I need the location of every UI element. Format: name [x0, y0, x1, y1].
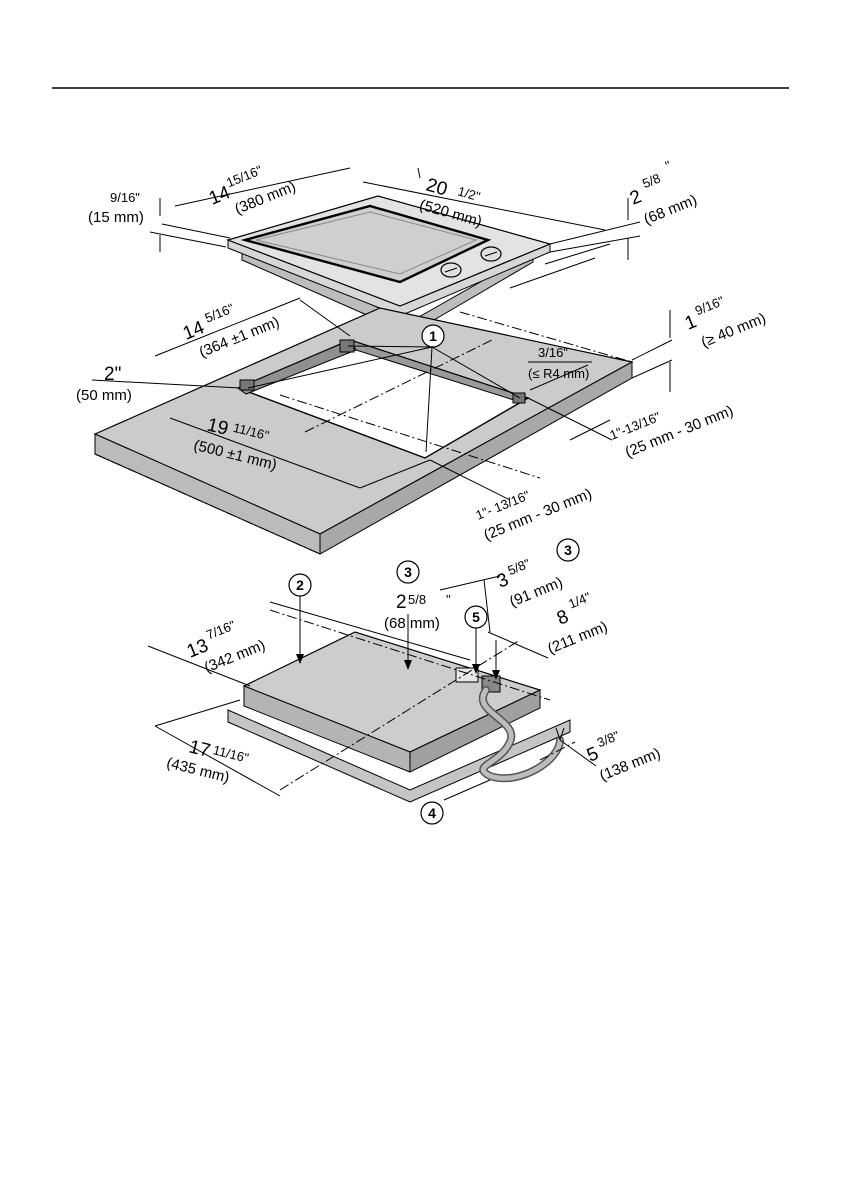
svg-text:3: 3 — [404, 564, 412, 580]
svg-text:11/16": 11/16" — [212, 742, 251, 765]
hob-height-label: 2 5/8 " (68 mm) — [627, 158, 700, 229]
svg-text:(15 mm): (15 mm) — [88, 209, 144, 226]
svg-text:9/16": 9/16" — [693, 293, 727, 318]
svg-text:20: 20 — [424, 175, 450, 201]
svg-text:5/16": 5/16" — [203, 300, 237, 325]
hob-rim-label: 9/16" (15 mm) — [88, 190, 144, 226]
svg-text:(≤ R4 mm): (≤ R4 mm) — [528, 366, 589, 381]
svg-text:5: 5 — [472, 609, 480, 625]
svg-text:5/8: 5/8 — [640, 171, 662, 192]
svg-text:17: 17 — [187, 736, 213, 761]
svg-text:(68 mm): (68 mm) — [641, 191, 699, 228]
svg-text:(91 mm): (91 mm) — [507, 574, 565, 611]
svg-text:9/16": 9/16" — [110, 190, 140, 205]
svg-text:": " — [663, 158, 673, 174]
callout-3b: 3 — [556, 538, 580, 562]
svg-text:(68 mm): (68 mm) — [384, 615, 440, 632]
callout-1: 1 — [421, 324, 445, 348]
svg-text:8: 8 — [554, 606, 572, 629]
unit-drawing — [147, 575, 597, 803]
cutout-clamp — [239, 379, 255, 391]
svg-text:(50 mm): (50 mm) — [76, 387, 132, 404]
callout-2: 2 — [288, 573, 312, 597]
cutout-side-gap-label: 1"-13/16" (25 mm - 30 mm) — [608, 402, 736, 461]
unit-conn-depth-label: 3 5/8" (91 mm) — [494, 556, 565, 611]
svg-text:1: 1 — [429, 328, 437, 344]
svg-text:14: 14 — [180, 317, 208, 345]
cutout-clamp — [512, 392, 526, 404]
hob-glass — [240, 204, 492, 284]
svg-text:(≥ 40 mm): (≥ 40 mm) — [699, 310, 769, 351]
svg-text:(138 mm): (138 mm) — [597, 745, 663, 785]
callout-3a: 3 — [396, 560, 420, 584]
svg-text:3/8": 3/8" — [595, 728, 622, 751]
cutout-front-gap-label: 2" (50 mm) — [76, 364, 132, 404]
svg-text:5/8": 5/8" — [505, 556, 532, 579]
cutout-depth-label: 14 5/16" (364 ±1 mm) — [180, 300, 282, 361]
svg-text:2": 2" — [104, 364, 121, 385]
svg-text:1/4": 1/4" — [566, 589, 593, 612]
svg-text:19: 19 — [205, 414, 231, 439]
unit-depth-label: 13 7/16" (342 mm) — [184, 617, 268, 677]
cutout-rear-gap-label: 1"- 13/16" (25 mm - 30 mm) — [474, 485, 595, 544]
unit-cable-label: 5 3/8" (138 mm) — [584, 728, 663, 785]
svg-text:2: 2 — [396, 592, 407, 613]
callout-5: 5 — [464, 605, 488, 629]
unit-center-depth-label: 2 5/8 " (68 mm) — [384, 592, 451, 632]
cable-wires — [555, 727, 565, 741]
svg-text:3/16": 3/16" — [538, 345, 568, 360]
svg-text:2: 2 — [296, 577, 304, 593]
unit-width-label: 17 11/16" (435 mm) — [165, 736, 251, 786]
svg-text:5/8: 5/8 — [408, 592, 426, 607]
cutout-radius-label: 3/16" (≤ R4 mm) — [528, 345, 592, 381]
svg-text:": " — [446, 592, 451, 607]
svg-text:(342 mm): (342 mm) — [202, 637, 268, 677]
callout-4: 4 — [420, 801, 444, 825]
svg-text:4: 4 — [428, 805, 436, 821]
worktop-drawing — [91, 297, 673, 555]
svg-text:2: 2 — [627, 186, 645, 209]
svg-text:(211 mm): (211 mm) — [545, 618, 610, 657]
svg-text:7/16": 7/16" — [204, 617, 238, 642]
cutout-thickness-label: 1 9/16" (≥ 40 mm) — [682, 293, 769, 351]
svg-text:1/2": 1/2" — [456, 183, 482, 204]
svg-text:3: 3 — [564, 542, 572, 558]
svg-text:15/16": 15/16" — [224, 162, 264, 190]
